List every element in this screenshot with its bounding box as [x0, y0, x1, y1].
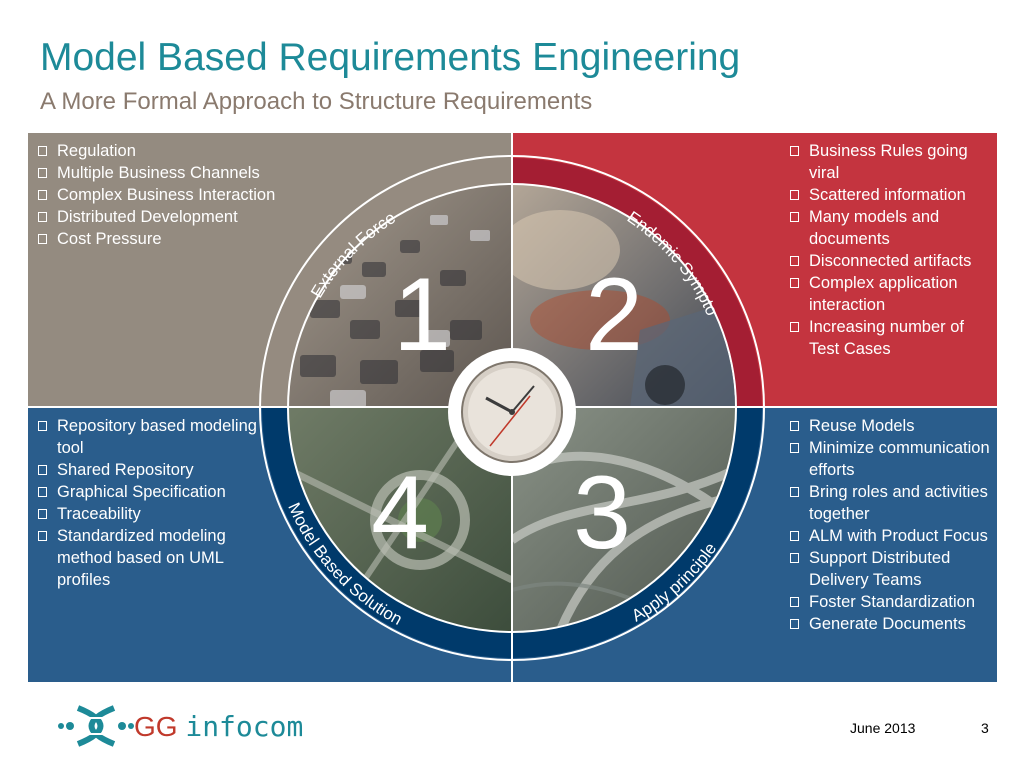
bullet-list-endemic-symptoms: Business Rules going viral Scattered inf… — [789, 140, 994, 360]
list-item: Foster Standardization — [789, 591, 997, 613]
slide-subtitle: A More Formal Approach to Structure Requ… — [40, 88, 593, 115]
logo-gg-text: GG — [134, 711, 178, 742]
list-item: Increasing number of Test Cases — [789, 316, 994, 360]
logo-wordmark: GG infocom — [134, 711, 303, 743]
list-item: Reuse Models — [789, 415, 997, 437]
list-item: Support Distributed Delivery Teams — [789, 547, 997, 591]
list-item: Distributed Development — [37, 206, 337, 228]
slide-title: Model Based Requirements Engineering — [40, 36, 741, 79]
list-item: Business Rules going viral — [789, 140, 994, 184]
list-item: Shared Repository — [37, 459, 262, 481]
list-item: Generate Documents — [789, 613, 997, 635]
bullet-list-external-forces: Regulation Multiple Business Channels Co… — [37, 140, 337, 250]
list-item: Scattered information — [789, 184, 994, 206]
list-item: Cost Pressure — [37, 228, 337, 250]
list-item: Traceability — [37, 503, 262, 525]
footer-date: June 2013 — [850, 720, 916, 736]
page-number: 3 — [981, 720, 989, 736]
list-item: Disconnected artifacts — [789, 250, 994, 272]
list-item: Many models and documents — [789, 206, 994, 250]
logo-infocom-text: infocom — [185, 710, 304, 743]
list-item: Minimize communication efforts — [789, 437, 997, 481]
list-item: Regulation — [37, 140, 337, 162]
list-item: Bring roles and activities together — [789, 481, 997, 525]
bullet-list-apply-principles: Reuse Models Minimize communication effo… — [789, 415, 997, 635]
list-item: Multiple Business Channels — [37, 162, 337, 184]
list-item: Standardized modeling method based on UM… — [37, 525, 262, 591]
list-item: Complex Business Interaction — [37, 184, 337, 206]
list-item: Repository based modeling tool — [37, 415, 262, 459]
bullet-list-model-based-solution: Repository based modeling tool Shared Re… — [37, 415, 262, 591]
gg-infocom-logo — [58, 705, 134, 747]
list-item: Graphical Specification — [37, 481, 262, 503]
list-item: Complex application interaction — [789, 272, 994, 316]
list-item: ALM with Product Focus — [789, 525, 997, 547]
